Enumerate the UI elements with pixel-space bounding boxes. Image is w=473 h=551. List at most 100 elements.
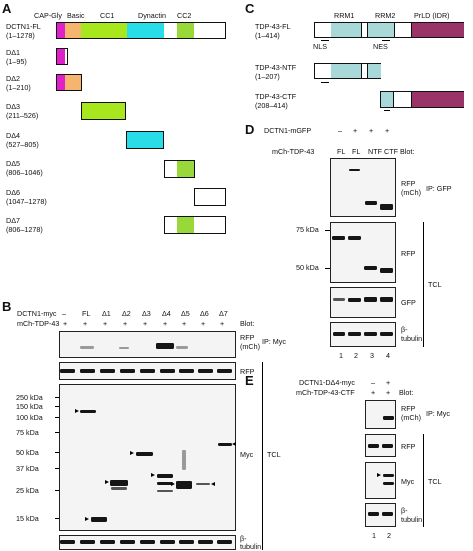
construct-d7-bar bbox=[164, 216, 226, 234]
b-blot-tcl-myc bbox=[59, 384, 236, 531]
c-domain-rrm2: RRM2 bbox=[375, 11, 396, 20]
band bbox=[176, 481, 192, 489]
arrowhead-icon bbox=[75, 409, 79, 413]
construct-d3-name: DΔ3 bbox=[6, 102, 20, 111]
band bbox=[91, 517, 107, 522]
band bbox=[348, 236, 361, 240]
fl-cc2-segment bbox=[177, 23, 194, 38]
band bbox=[380, 204, 393, 210]
band bbox=[198, 540, 213, 544]
b-row1-lane: Δ2 bbox=[122, 309, 131, 318]
d-blot-ip-rfp bbox=[330, 158, 396, 217]
panel-label-b: B bbox=[2, 299, 12, 314]
d-blot4-a: β- bbox=[401, 325, 408, 334]
b-mw-marker: 150 kDa bbox=[16, 402, 43, 411]
tick bbox=[325, 268, 330, 269]
band bbox=[218, 443, 232, 446]
d-blot3-label: GFP bbox=[401, 298, 416, 307]
d2-capgly-segment bbox=[57, 75, 65, 90]
e-row2-label: mCh-TDP-43-CTF bbox=[296, 388, 355, 397]
band bbox=[380, 297, 393, 302]
construct-fl-range: (1–1278) bbox=[6, 31, 35, 40]
domain-label-dynactin: Dynactin bbox=[138, 11, 166, 20]
c-ntf-rrm2-segment bbox=[367, 64, 381, 78]
arrowhead-icon bbox=[105, 480, 109, 484]
band bbox=[217, 369, 232, 373]
d-marker-75: 75 kDa bbox=[296, 225, 319, 234]
construct-d5-range: (806–1046) bbox=[6, 168, 43, 177]
c-ctf-nes-mark bbox=[384, 110, 390, 111]
band bbox=[196, 483, 210, 485]
band bbox=[156, 343, 174, 349]
c-ctf-name: TDP-43-CTF bbox=[255, 92, 297, 101]
b-row2-lane: + bbox=[123, 319, 128, 328]
d-lane-number: 3 bbox=[370, 351, 374, 360]
band bbox=[383, 416, 394, 420]
b-row1-lane: Δ7 bbox=[219, 309, 228, 318]
domain-label-capgly: CAP-Gly bbox=[34, 11, 62, 20]
c-nes-label: NES bbox=[373, 42, 388, 51]
domain-label-basic: Basic bbox=[67, 11, 85, 20]
e-tcl-label: TCL bbox=[428, 477, 442, 486]
fl-dynactin-segment bbox=[127, 23, 164, 38]
band bbox=[368, 512, 379, 516]
b-blot-ip-rfp bbox=[59, 331, 236, 358]
construct-d1-range: (1–95) bbox=[6, 57, 27, 66]
c-fl-name: TDP-43-FL bbox=[255, 22, 291, 31]
arrowhead-icon bbox=[377, 473, 381, 477]
e-row1-lane: – bbox=[371, 378, 375, 387]
b-row1-lane: Δ4 bbox=[162, 309, 171, 318]
c-fl-range: (1–414) bbox=[255, 31, 280, 40]
band bbox=[176, 346, 188, 349]
e-blot4-b: tubulin bbox=[401, 515, 423, 524]
tick bbox=[325, 230, 330, 231]
fl-capgly-segment bbox=[57, 23, 65, 38]
tick bbox=[55, 432, 59, 433]
arrowhead-icon bbox=[151, 473, 155, 477]
construct-d1-name: DΔ1 bbox=[6, 48, 20, 57]
b-row1-lane: Δ1 bbox=[102, 309, 111, 318]
band bbox=[100, 540, 115, 544]
band bbox=[365, 201, 377, 205]
d-row2-lane: CTF bbox=[384, 147, 398, 156]
band bbox=[111, 487, 127, 490]
fl-basic-segment bbox=[65, 23, 81, 38]
tick bbox=[55, 397, 59, 398]
b-row2-lane: + bbox=[201, 319, 206, 328]
d-blot1-b: (mCh) bbox=[401, 188, 421, 197]
e-blot-tcl-rfp bbox=[365, 434, 396, 457]
construct-d2-name: DΔ2 bbox=[6, 74, 20, 83]
d4-dynactin-segment bbox=[127, 132, 163, 148]
d1-capgly-segment bbox=[57, 49, 65, 64]
d-lane-number: 1 bbox=[339, 351, 343, 360]
b-row2-lane: + bbox=[83, 319, 88, 328]
b-mw-marker: 37 kDa bbox=[16, 464, 39, 473]
b-row2-lane: + bbox=[103, 319, 108, 328]
d-row1-label: DCTN1-mGFP bbox=[264, 126, 312, 135]
c-ctf-rrm2-segment bbox=[381, 92, 394, 107]
panel-label-c: C bbox=[245, 1, 255, 16]
band bbox=[157, 482, 173, 485]
band bbox=[60, 540, 75, 544]
arrowhead-icon bbox=[85, 517, 89, 521]
arrowhead-icon bbox=[232, 442, 236, 446]
band bbox=[80, 346, 94, 349]
c-ctf-prld-segment bbox=[411, 92, 464, 107]
band bbox=[160, 540, 175, 544]
e-blot-tcl-myc bbox=[365, 462, 396, 499]
b-row1-lane: Δ3 bbox=[142, 309, 151, 318]
b-row2-lane: + bbox=[182, 319, 187, 328]
domain-label-cc2: CC2 bbox=[177, 11, 192, 20]
d-row1-lane: + bbox=[385, 126, 390, 135]
band bbox=[120, 540, 135, 544]
construct-d4-name: DΔ4 bbox=[6, 131, 20, 140]
construct-d2-range: (1–210) bbox=[6, 83, 31, 92]
b-mw-marker: 100 kDa bbox=[16, 413, 43, 422]
band bbox=[364, 266, 377, 270]
d-blot2-label: RFP bbox=[401, 249, 416, 258]
band bbox=[80, 410, 96, 413]
e-blot3-label: Myc bbox=[401, 477, 415, 486]
band bbox=[120, 369, 135, 373]
d-ip-label: IP: GFP bbox=[426, 184, 452, 193]
e-tcl-bracket bbox=[423, 434, 424, 527]
